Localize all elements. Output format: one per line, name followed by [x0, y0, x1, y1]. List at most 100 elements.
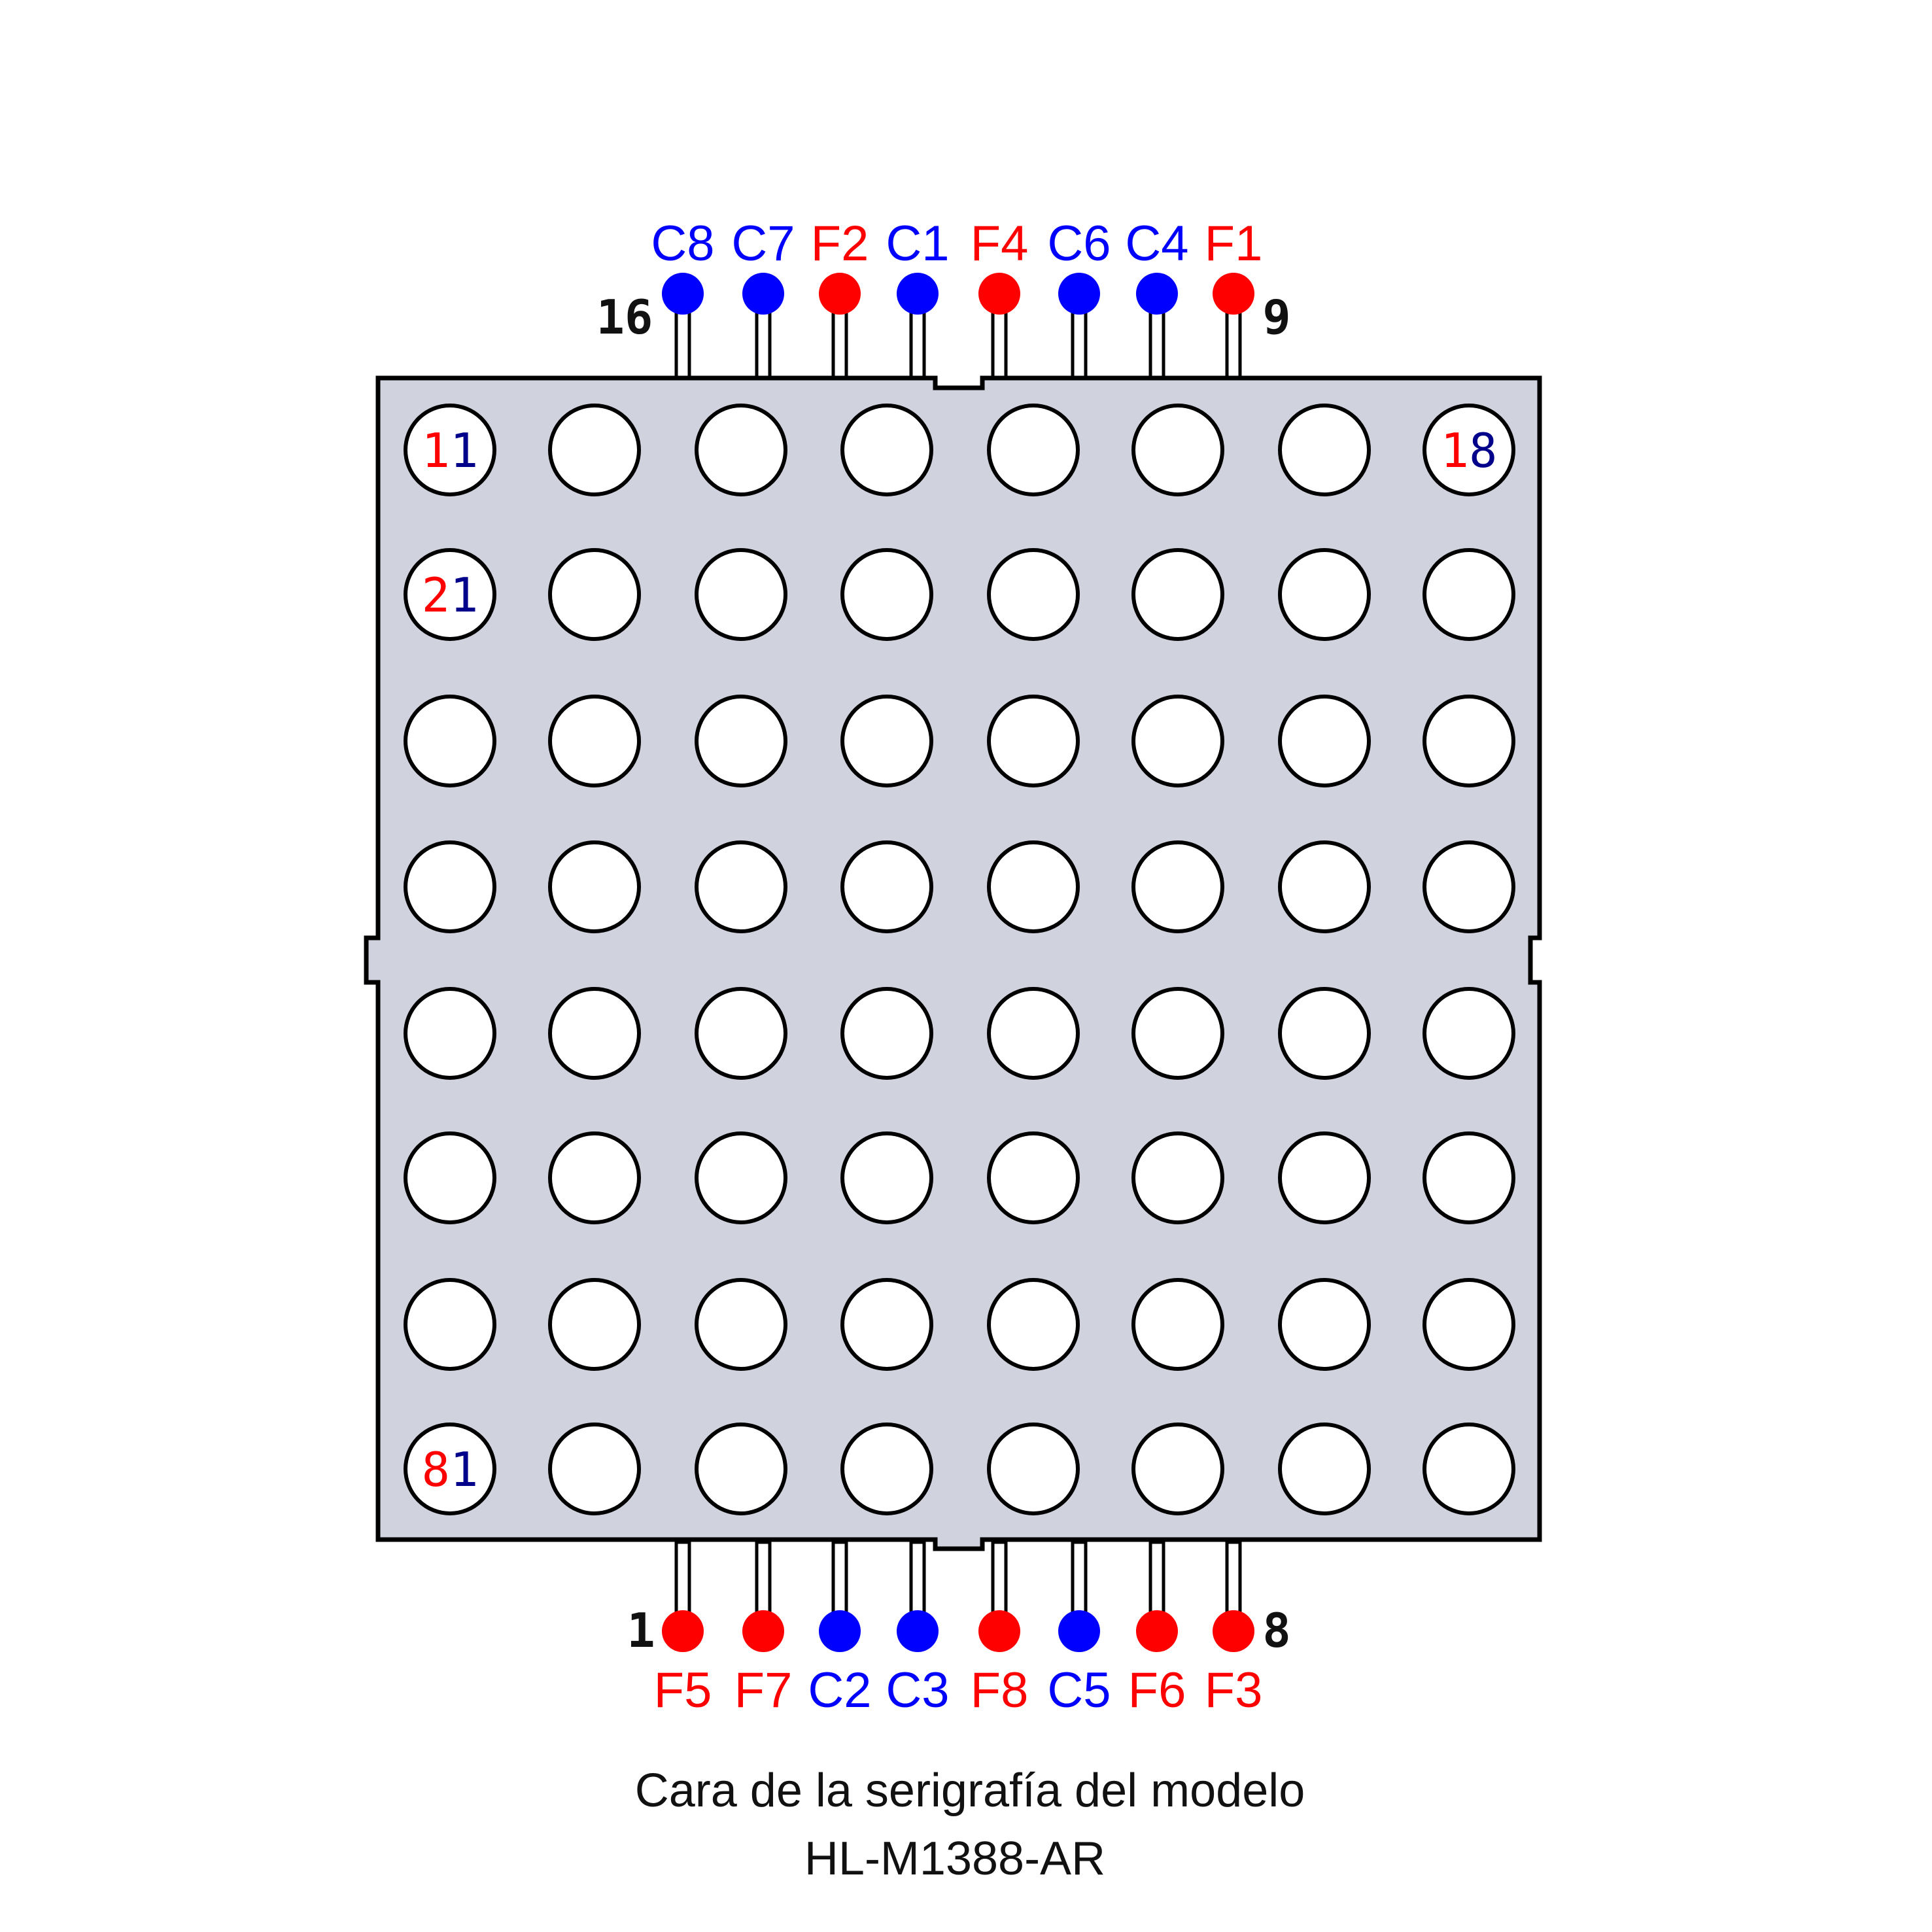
led-r8-c6 — [1131, 1423, 1224, 1515]
led-label-col-digit: 1 — [450, 568, 478, 623]
led-r2-c3 — [695, 548, 787, 641]
led-r1-c5 — [987, 404, 1080, 496]
pin-dot-row — [978, 273, 1020, 315]
led-r8-c7 — [1278, 1423, 1371, 1515]
led-label: 21 — [422, 568, 479, 623]
led-label-row-digit: 1 — [1441, 423, 1469, 478]
led-r4-c7 — [1278, 840, 1371, 933]
led-r2-c5 — [987, 548, 1080, 641]
led-r5-c4 — [840, 987, 933, 1080]
led-r3-c3 — [695, 695, 787, 787]
led-label: 11 — [422, 423, 479, 478]
led-r7-c8 — [1423, 1278, 1515, 1371]
led-r7-c6 — [1131, 1278, 1224, 1371]
pin-label: C7 — [731, 216, 795, 271]
led-r5-c1 — [404, 987, 496, 1080]
pin-leg — [1148, 1540, 1165, 1624]
pin-dot-row — [1136, 1610, 1178, 1652]
pin-leg — [1225, 1540, 1242, 1624]
pin-leg — [1071, 305, 1088, 380]
pin-leg — [991, 305, 1008, 380]
pin-label: C2 — [808, 1663, 871, 1718]
led-r5-c8 — [1423, 987, 1515, 1080]
pin-dot-column — [742, 273, 784, 315]
led-r1-c4 — [840, 404, 933, 496]
pin-label: C4 — [1125, 216, 1188, 271]
pin-leg — [1225, 305, 1242, 380]
led-r8-c2 — [548, 1423, 641, 1515]
led-r2-c6 — [1131, 548, 1224, 641]
pin-dot-column — [1058, 1610, 1100, 1652]
pin-leg — [909, 305, 926, 380]
led-r1-c3 — [695, 404, 787, 496]
pin-number-1: 1 — [627, 1603, 655, 1658]
pin-leg — [909, 1540, 926, 1624]
led-label-row-digit: 2 — [422, 568, 450, 623]
led-r8-c1 — [404, 1423, 496, 1515]
led-r1-c7 — [1278, 404, 1371, 496]
led-label-row-digit: 8 — [422, 1442, 450, 1497]
led-r1-c6 — [1131, 404, 1224, 496]
pin-dot-column — [897, 1610, 939, 1652]
led-r4-c1 — [404, 840, 496, 933]
pin-dot-column — [897, 273, 939, 315]
pin-label: C3 — [886, 1663, 949, 1718]
led-label: 81 — [422, 1442, 479, 1497]
led-r7-c5 — [987, 1278, 1080, 1371]
pin-number-8: 8 — [1262, 1603, 1290, 1658]
bottom-pin-f7: F7 — [734, 1540, 793, 1718]
top-pin-c4: C4 — [1125, 216, 1189, 380]
led-r3-c2 — [548, 695, 641, 787]
bottom-pin-f8: F8 — [971, 1540, 1029, 1718]
pin-leg — [1148, 305, 1165, 380]
led-r4-c6 — [1131, 840, 1224, 933]
pin-label: F7 — [734, 1663, 793, 1718]
led-r5-c7 — [1278, 987, 1371, 1080]
pin-label: F6 — [1128, 1663, 1186, 1718]
bottom-pin-c5: C5 — [1047, 1540, 1111, 1718]
led-label-col-digit: 1 — [450, 1442, 478, 1497]
bottom-pin-f5: F5 — [654, 1540, 712, 1718]
pin-dot-row — [742, 1610, 784, 1652]
pin-label: F1 — [1205, 216, 1263, 271]
led-r4-c5 — [987, 840, 1080, 933]
pin-dot-column — [662, 273, 704, 315]
top-pin-c6: C6 — [1047, 216, 1111, 380]
led-r6-c7 — [1278, 1131, 1371, 1224]
pin-leg — [755, 1540, 772, 1624]
pin-label: F3 — [1205, 1663, 1263, 1718]
pin-dot-row — [978, 1610, 1020, 1652]
led-r1-c1 — [404, 404, 496, 496]
led-r8-c5 — [987, 1423, 1080, 1515]
led-r1-c8 — [1423, 404, 1515, 496]
led-r1-c2 — [548, 404, 641, 496]
led-r3-c6 — [1131, 695, 1224, 787]
led-r8-c3 — [695, 1423, 787, 1515]
caption-line-1: Cara de la serigrafía del modelo — [635, 1765, 1305, 1817]
bottom-pin-f3: F3 — [1205, 1540, 1263, 1718]
led-r2-c8 — [1423, 548, 1515, 641]
pin-label: C5 — [1047, 1663, 1111, 1718]
pin-dot-row — [819, 273, 861, 315]
led-r4-c2 — [548, 840, 641, 933]
led-r6-c1 — [404, 1131, 496, 1224]
led-r7-c2 — [548, 1278, 641, 1371]
led-r6-c4 — [840, 1131, 933, 1224]
top-pin-f4: F4 — [971, 216, 1028, 380]
pin-dot-column — [1058, 273, 1100, 315]
top-pin-c7: C7 — [731, 216, 795, 380]
led-r5-c3 — [695, 987, 787, 1080]
led-r2-c7 — [1278, 548, 1371, 641]
pin-dot-row — [662, 1610, 704, 1652]
led-r2-c2 — [548, 548, 641, 641]
pin-leg — [1071, 1540, 1088, 1624]
pin-number-9: 9 — [1262, 290, 1290, 345]
led-r8-c4 — [840, 1423, 933, 1515]
led-r6-c2 — [548, 1131, 641, 1224]
pin-label: F8 — [971, 1663, 1029, 1718]
pin-label: C1 — [886, 216, 949, 271]
pin-leg — [831, 305, 848, 380]
led-label-row-digit: 1 — [422, 423, 450, 478]
led-r2-c1 — [404, 548, 496, 641]
